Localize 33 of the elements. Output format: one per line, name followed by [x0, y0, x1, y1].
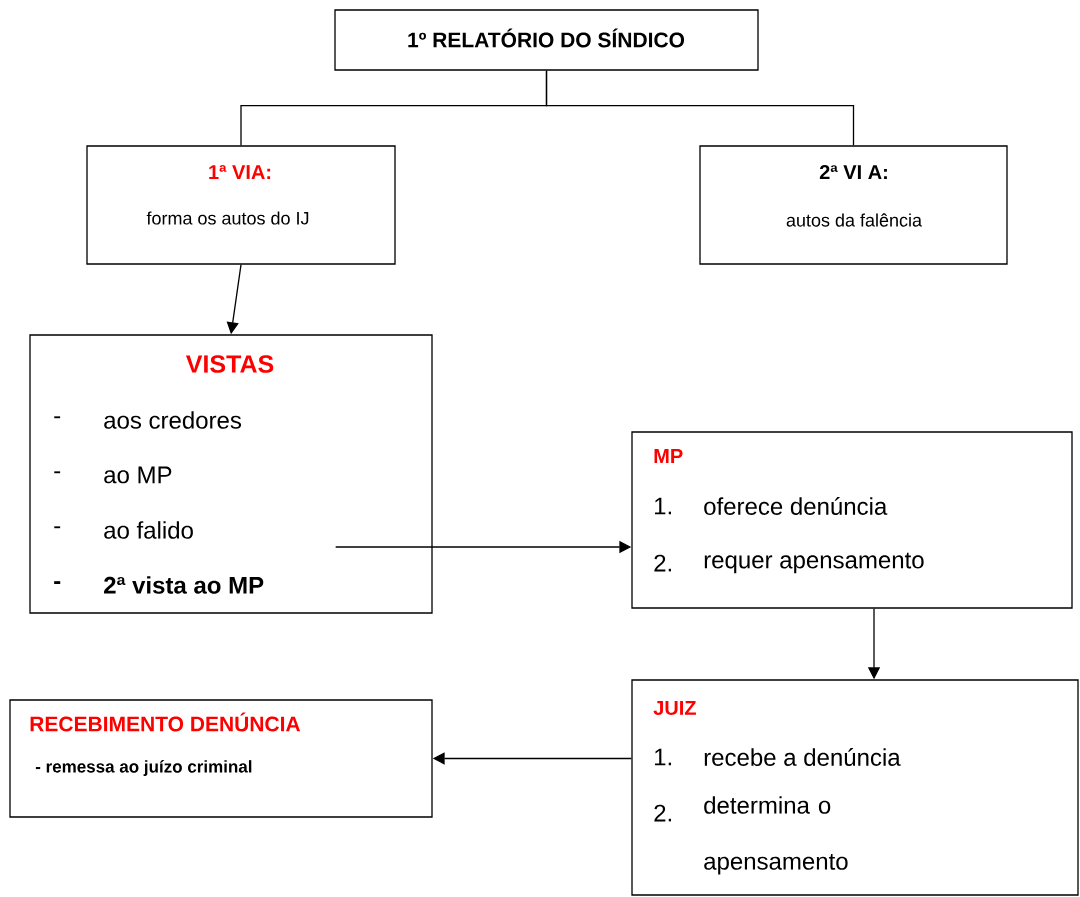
list-item: ao falido — [104, 521, 193, 539]
process-box — [29, 334, 433, 614]
box-heading: MP — [654, 449, 683, 463]
box-heading: 1º RELATÓRIO DO SÍNDICO — [408, 28, 685, 48]
process-box — [699, 145, 1008, 265]
list-marker: - — [54, 581, 61, 584]
list-item: ao MP — [104, 466, 172, 484]
list-item: requer apensamento — [704, 552, 924, 574]
list-marker: - — [54, 526, 61, 529]
box-heading: RECEBIMENTO DENÚNCIA — [30, 712, 301, 732]
process-box — [9, 699, 433, 818]
body-text: forma os autos do IJ — [146, 211, 309, 225]
list-item: recebe a denúncia — [704, 748, 901, 766]
list-item: 2ª vista ao MP — [104, 576, 264, 594]
box-heading: JUIZ — [653, 701, 696, 715]
body-text: autos da falência — [786, 213, 922, 227]
process-box — [631, 679, 1079, 896]
process-box — [334, 9, 759, 71]
list-item: determina o apensamento — [704, 796, 848, 875]
process-box — [86, 145, 396, 265]
box-heading: 2ª VI A: — [819, 165, 887, 179]
list-marker: 1. — [655, 748, 671, 766]
box-heading: 1ª VIA: — [209, 165, 271, 179]
list-marker: - — [54, 471, 61, 474]
list-item: oferece denúncia — [704, 497, 888, 515]
body-text: - remessa ao juízo criminal — [35, 760, 252, 776]
box-heading: VISTAS — [185, 355, 274, 373]
list-marker: 2. — [654, 554, 671, 572]
process-box — [631, 431, 1073, 609]
list-marker: 2. — [654, 804, 671, 822]
list-item: aos credores — [104, 411, 242, 429]
list-marker: - — [54, 416, 61, 419]
list-marker: 1. — [655, 497, 671, 515]
